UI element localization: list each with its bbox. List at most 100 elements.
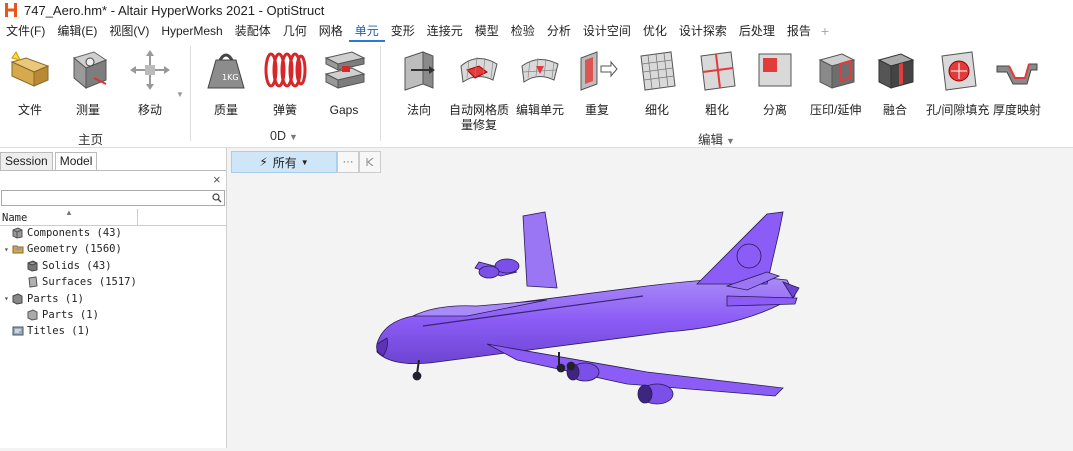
browser-tabs: Session Model xyxy=(0,152,99,170)
title-bar: 747_Aero.hm* - Altair HyperWorks 2021 - … xyxy=(0,0,1073,20)
close-icon[interactable]: × xyxy=(213,172,221,187)
tree-item-label: Titles (1) xyxy=(27,325,91,338)
measure-icon xyxy=(66,48,110,92)
tree-item[interactable]: ▾ Parts (1) xyxy=(4,291,84,307)
thickness-map-button[interactable]: 厚度映射 xyxy=(993,48,1041,118)
search-input[interactable] xyxy=(1,190,225,206)
selection-filter-dropdown[interactable]: ⚡ 所有 ▼ xyxy=(231,151,337,173)
tree-item-label: Geometry (1560) xyxy=(27,243,122,256)
menu-item-14[interactable]: 优化 xyxy=(642,24,667,38)
normals-icon xyxy=(397,48,441,92)
move-arrows-icon xyxy=(128,48,172,92)
tab-divider xyxy=(0,170,226,171)
zero-d-label-text: 0D xyxy=(270,129,286,143)
expand-arrow-icon[interactable]: ▾ xyxy=(4,294,9,304)
aircraft-model[interactable] xyxy=(227,176,1073,448)
tab-model[interactable]: Model xyxy=(54,152,98,170)
menu-item-13[interactable]: 设计空间 xyxy=(582,24,631,38)
spring-button[interactable]: 弹簧 xyxy=(263,48,307,118)
menu-item-3[interactable]: HyperMesh xyxy=(161,24,223,38)
mass-weight-icon: 1KG xyxy=(204,48,248,92)
refine-mesh-icon xyxy=(635,48,679,92)
mass-button[interactable]: 1KG 质量 xyxy=(204,48,248,118)
graphics-viewport[interactable] xyxy=(227,176,1073,448)
window-title: 747_Aero.hm* - Altair HyperWorks 2021 - … xyxy=(24,2,325,18)
tab-session[interactable]: Session xyxy=(0,152,53,170)
menu-item-17[interactable]: 报告 xyxy=(786,24,811,38)
refine-button[interactable]: 细化 xyxy=(635,48,679,118)
menu-item-16[interactable]: 后处理 xyxy=(738,24,775,38)
component-icon xyxy=(12,227,24,239)
tree-item-label: Parts (1) xyxy=(27,292,84,305)
imprint-extend-button[interactable]: 压印/延伸 xyxy=(810,48,861,118)
zero-d-group-label[interactable]: 0D▼ xyxy=(270,129,298,143)
hole-fill-icon xyxy=(936,48,980,92)
titles-icon xyxy=(12,325,24,337)
duplicate-button[interactable]: 重复 xyxy=(575,48,619,118)
menu-item-4[interactable]: 装配体 xyxy=(234,24,271,38)
expand-arrow-icon[interactable]: ▾ xyxy=(4,244,9,254)
tree-item[interactable]: Surfaces (1517) xyxy=(19,274,137,290)
chevron-down-icon: ▼ xyxy=(300,157,309,167)
fuse-icon xyxy=(873,48,917,92)
menu-item-15[interactable]: 设计探索 xyxy=(678,24,727,38)
tree-item[interactable]: Parts (1) xyxy=(19,307,99,323)
thickness-map-icon xyxy=(995,48,1039,92)
surface-icon xyxy=(27,276,39,288)
split-icon xyxy=(753,48,797,92)
menu-item-1[interactable]: 编辑(E) xyxy=(57,24,98,38)
tree-item[interactable]: Solids (43) xyxy=(19,258,112,274)
tree-item[interactable]: Components (43) xyxy=(4,225,122,241)
split-button[interactable]: 分离 xyxy=(753,48,797,118)
normals-button[interactable]: 法向 xyxy=(397,48,441,118)
edit-group-label[interactable]: 编辑▼ xyxy=(698,129,735,148)
file-button[interactable]: 文件 xyxy=(8,48,52,118)
coarsen-mesh-icon xyxy=(695,48,739,92)
menu-item-9[interactable]: 连接元 xyxy=(426,24,463,38)
search-icon[interactable] xyxy=(212,192,222,206)
model-browser-panel: Session Model × Name ▲ Components (43)▾G… xyxy=(0,148,227,448)
menu-item-11[interactable]: 检验 xyxy=(510,24,535,38)
edit-label-text: 编辑 xyxy=(698,133,724,147)
tree-item-label: Parts (1) xyxy=(42,309,99,321)
file-folder-icon xyxy=(8,48,52,92)
chevron-down-icon: ▼ xyxy=(726,136,735,146)
home-group-label: 主页 xyxy=(78,133,104,147)
tree-item-label: Surfaces (1517) xyxy=(42,276,137,289)
auto-fix-label: 自动网格质量修复 xyxy=(449,103,509,133)
menu-item-0[interactable]: 文件(F) xyxy=(6,24,46,38)
tree-item-label: Solids (43) xyxy=(42,259,112,272)
gaps-icon xyxy=(322,48,366,92)
menu-item-8[interactable]: 变形 xyxy=(390,24,415,38)
menu-item-7[interactable]: 单元 xyxy=(348,20,385,42)
more-options-button[interactable]: ··· xyxy=(337,151,359,173)
geometry-folder-icon xyxy=(12,243,24,255)
edit-element-button[interactable]: 编辑单元 xyxy=(516,48,564,118)
fuse-button[interactable]: 融合 xyxy=(873,48,917,118)
gaps-button[interactable]: Gaps xyxy=(322,48,366,118)
home-expand-caret[interactable]: ▼ xyxy=(176,90,184,99)
auto-mesh-quality-fix-button[interactable]: 自动网格质量修复 xyxy=(449,48,509,133)
menu-item-5[interactable]: 几何 xyxy=(282,24,307,38)
add-ribbon-tab-icon[interactable]: + xyxy=(820,23,830,39)
edit-element-icon xyxy=(518,48,562,92)
hole-gap-fill-button[interactable]: 孔/间隙填充 xyxy=(926,48,989,118)
menu-item-10[interactable]: 模型 xyxy=(474,24,499,38)
filter-lightning-icon: ⚡ xyxy=(259,155,268,169)
selection-filter-value: 所有 xyxy=(272,155,297,170)
tree-item[interactable]: Titles (1) xyxy=(4,323,90,339)
measure-button[interactable]: 测量 xyxy=(66,48,110,118)
column-divider[interactable] xyxy=(137,209,138,225)
tree-item[interactable]: ▾ Geometry (1560) xyxy=(4,241,122,257)
collapse-toolbar-button[interactable] xyxy=(359,151,381,173)
menu-item-2[interactable]: 视图(V) xyxy=(109,24,150,38)
part-icon xyxy=(27,309,39,321)
ribbon-separator xyxy=(190,46,191,141)
menu-item-12[interactable]: 分析 xyxy=(546,24,571,38)
chevron-down-icon: ▼ xyxy=(288,132,298,142)
column-header-name[interactable]: Name xyxy=(2,212,28,224)
menu-item-6[interactable]: 网格 xyxy=(318,24,343,38)
duplicate-icon xyxy=(575,48,619,92)
coarsen-button[interactable]: 粗化 xyxy=(695,48,739,118)
move-button[interactable]: 移动 xyxy=(128,48,172,118)
